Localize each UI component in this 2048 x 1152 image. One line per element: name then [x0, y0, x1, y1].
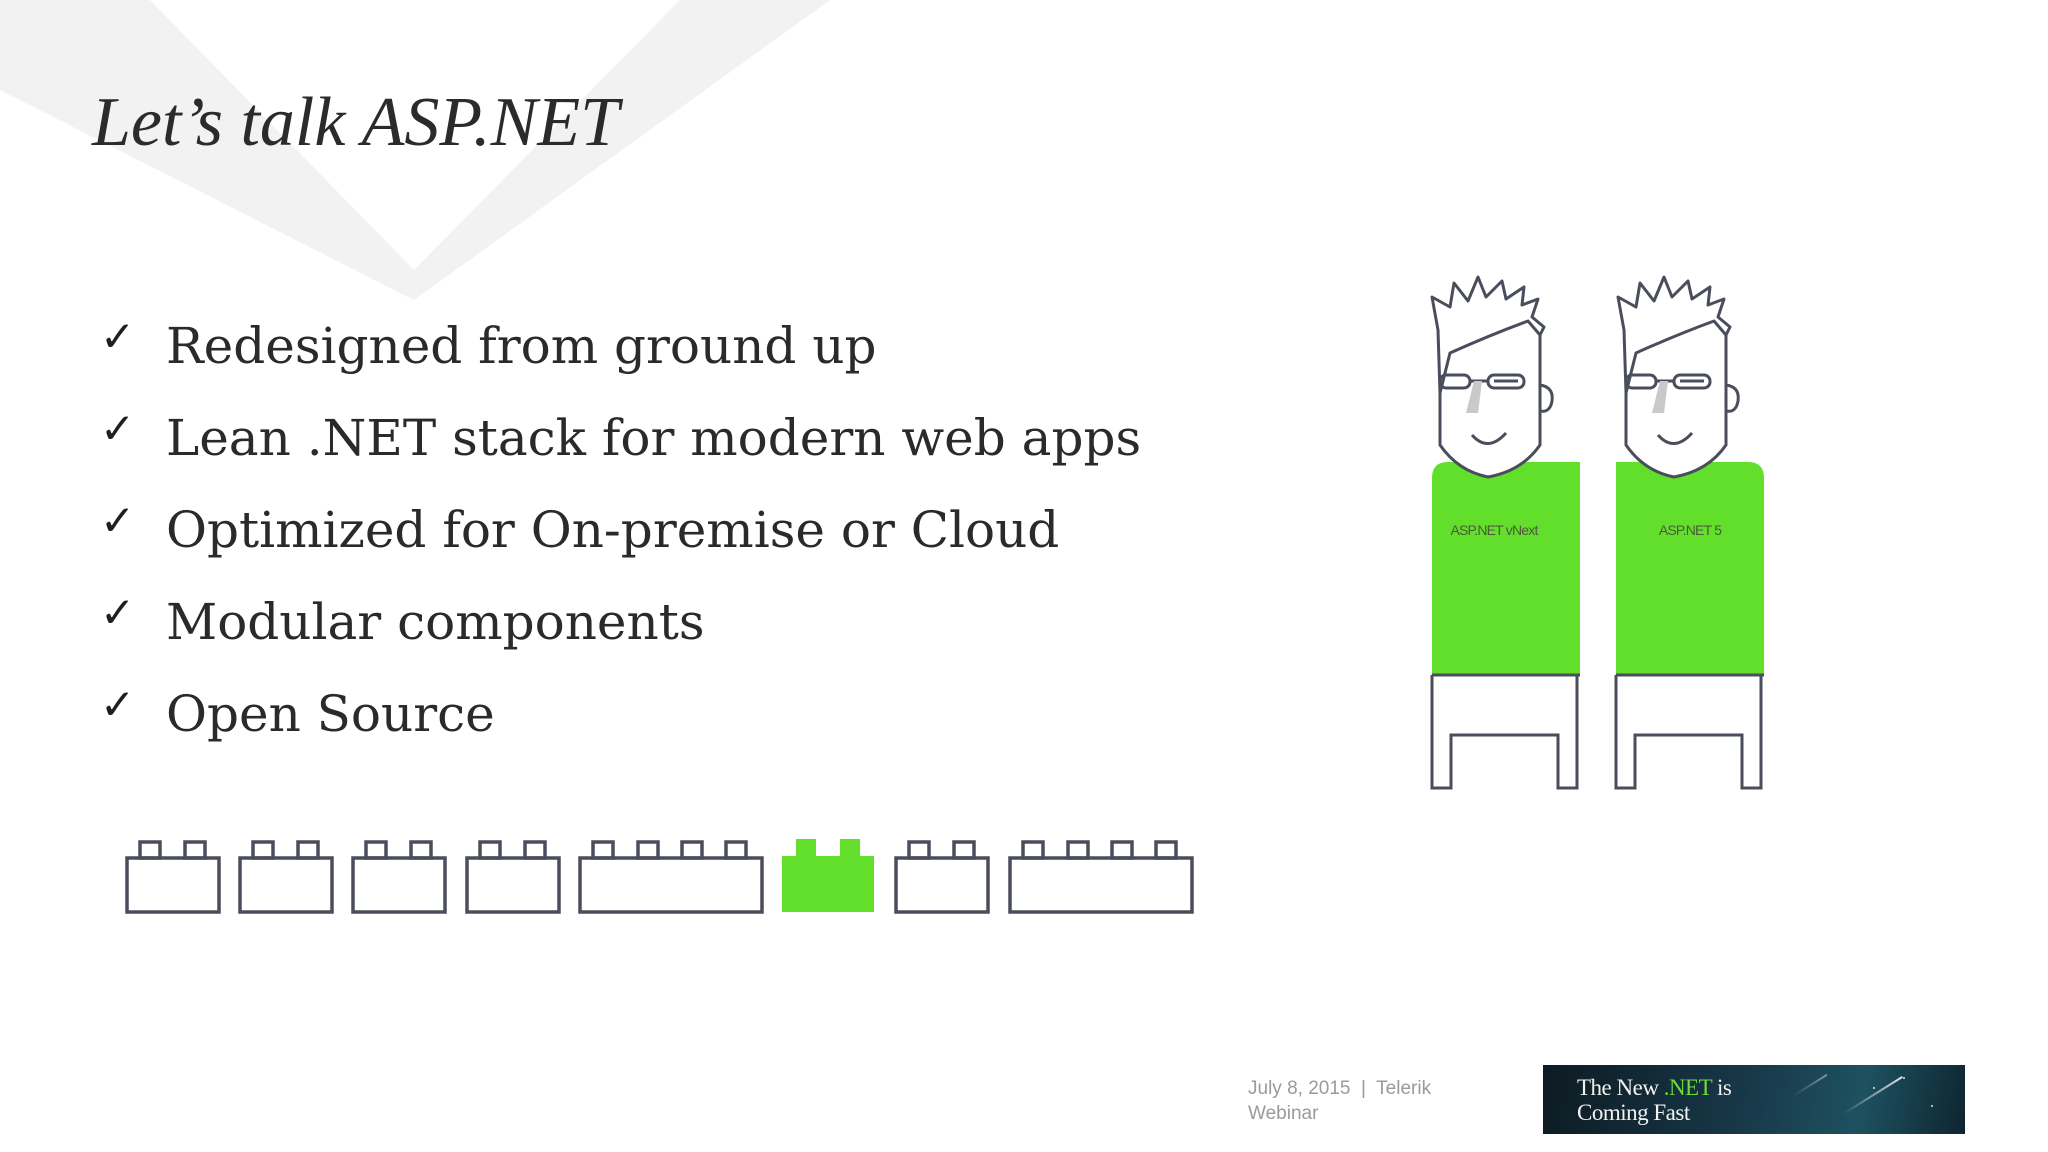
block-2-stud [238, 840, 334, 914]
bullet-text: Optimized for On-premise or Cloud [166, 501, 1060, 559]
bullet-item: ✓ Modular components [100, 576, 1141, 668]
twin-developers-illustration: ASP.NET vNext ASP.NET 5 [1430, 275, 1764, 790]
block-2-stud [125, 840, 221, 914]
checkmark-icon: ✓ [100, 311, 136, 361]
bullet-text: Lean .NET stack for modern web apps [166, 409, 1142, 467]
shirt-gap [1580, 506, 1616, 676]
block-2-stud [351, 840, 447, 914]
bullet-text: Redesigned from ground up [166, 317, 877, 375]
block-4-stud [1008, 840, 1194, 914]
badge-star [1873, 1087, 1875, 1089]
badge-line-2: Coming Fast [1577, 1100, 1690, 1125]
right-shirt [1616, 462, 1764, 675]
bullet-item: ✓ Redesigned from ground up [100, 300, 1141, 392]
block-highlighted-green [782, 839, 874, 912]
right-shirt-label: ASP.NET 5 [1659, 522, 1722, 538]
left-shirt [1432, 462, 1580, 675]
footer-date-line: July 8, 2015 | Telerik [1248, 1078, 1432, 1099]
right-head [1616, 275, 1740, 479]
footer-date-event: July 8, 2015 | Telerik Webinar [1248, 1076, 1478, 1126]
badge-line-1b: is [1711, 1075, 1732, 1100]
left-nose-shadow [1466, 381, 1482, 413]
bullet-item: ✓ Open Source [100, 668, 1141, 760]
right-legs [1614, 675, 1763, 790]
background-chevron [0, 0, 830, 300]
checkmark-icon: ✓ [100, 587, 136, 637]
badge-line-1a: The New [1577, 1075, 1664, 1100]
bullet-text: Open Source [166, 685, 495, 743]
bullet-list: ✓ Redesigned from ground up ✓ Lean .NET … [100, 300, 1141, 760]
block-4-stud [578, 840, 764, 914]
checkmark-icon: ✓ [100, 403, 136, 453]
slide-title: Let’s talk ASP.NET [92, 84, 620, 161]
building-blocks-illustration [125, 839, 1194, 914]
bullet-item: ✓ Optimized for On-premise or Cloud [100, 484, 1141, 576]
badge-text: The New .NET is Coming Fast [1577, 1075, 1732, 1125]
block-2-stud [465, 840, 561, 914]
badge-net: .NET [1663, 1075, 1713, 1100]
left-shirt-label: ASP.NET vNext [1450, 522, 1538, 538]
checkmark-icon: ✓ [100, 679, 136, 729]
checkmark-icon: ✓ [100, 495, 136, 545]
footer-event-line: Webinar [1248, 1103, 1319, 1124]
bullet-text: Modular components [166, 593, 705, 651]
bullet-item: ✓ Lean .NET stack for modern web apps [100, 392, 1141, 484]
left-head [1430, 275, 1554, 479]
left-legs [1430, 675, 1579, 790]
badge-star [1931, 1105, 1933, 1107]
badge-streak [1842, 1076, 1903, 1115]
badge-star [1903, 1077, 1905, 1079]
block-2-stud [894, 840, 990, 914]
right-nose-shadow [1652, 381, 1668, 413]
badge-line-1: The New .NET is [1577, 1075, 1732, 1100]
badge-streak [1792, 1073, 1828, 1097]
webinar-badge: The New .NET is Coming Fast [1543, 1065, 1965, 1134]
